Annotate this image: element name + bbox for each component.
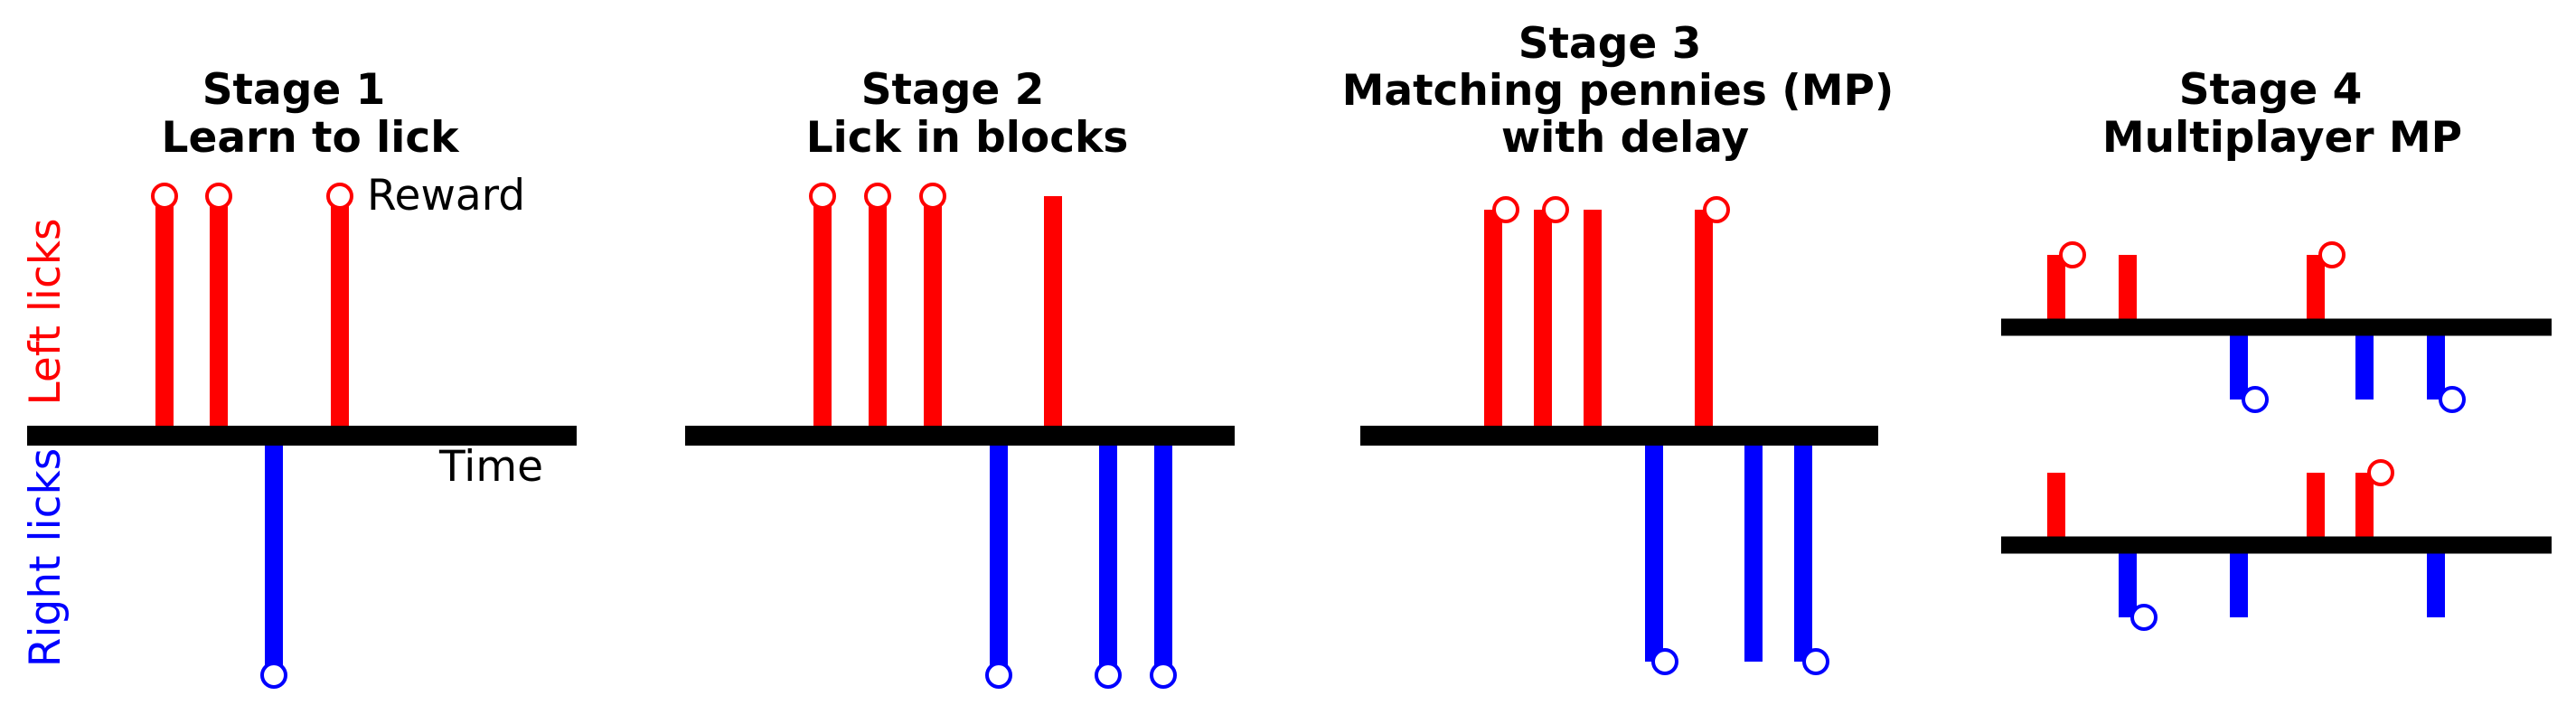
left-lick-bar: [1044, 196, 1062, 436]
reward-marker: [919, 183, 946, 210]
right-lick-bar: [2119, 545, 2137, 617]
left-lick-bar: [210, 196, 228, 436]
time-annotation: Time: [438, 442, 543, 492]
reward-annotation: Reward: [367, 171, 525, 221]
time-axis: [2001, 536, 2552, 554]
stage-3-title-line-1: Stage 3: [1518, 19, 1702, 69]
reward-marker: [2242, 386, 2269, 413]
right-lick-bar: [2427, 545, 2445, 617]
stage-3-timeline: [1360, 196, 1878, 675]
right-lick-bar: [265, 436, 283, 675]
left-lick-bar: [2355, 473, 2374, 545]
stage-1-timeline: [27, 183, 577, 689]
time-axis: [2001, 318, 2552, 336]
left-lick-bar: [813, 196, 832, 436]
reward-marker: [1095, 662, 1122, 689]
stage-4-timeline: [2001, 241, 2552, 631]
left-lick-bar: [2307, 255, 2325, 327]
left-lick-bar: [2307, 473, 2325, 545]
reward-marker: [1703, 196, 1730, 223]
left-lick-bar: [1584, 210, 1602, 436]
stage-3-title-line-3: with delay: [1501, 113, 1749, 163]
reward-marker: [985, 662, 1012, 689]
stage-1-title-line-1: Stage 1: [202, 65, 386, 115]
stage-4-timeline-2: [2001, 459, 2552, 631]
right-lick-bar: [1154, 436, 1172, 675]
right-lick-bar: [2230, 327, 2248, 400]
stage-4-timeline-1: [2001, 241, 2552, 413]
stage-4-title-line-1: Stage 4: [2179, 65, 2363, 115]
time-axis: [27, 426, 577, 446]
reward-marker: [326, 183, 353, 210]
reward-marker: [151, 183, 178, 210]
right-lick-bar: [2355, 327, 2374, 400]
reward-marker: [1150, 662, 1177, 689]
stage-2-title-line-1: Stage 2: [861, 65, 1045, 115]
left-lick-bar: [1534, 210, 1552, 436]
stage-2-title-line-2: Lick in blocks: [806, 113, 1129, 163]
reward-marker: [2318, 241, 2346, 268]
left-lick-bar: [924, 196, 942, 436]
left-lick-bar: [1695, 210, 1713, 436]
stage-1-timeline-1: [27, 183, 577, 689]
stage-3-title-line-2: Matching pennies (MP): [1342, 66, 1894, 116]
stage-1-panel: Stage 1 Learn to lick Reward Time: [27, 65, 577, 689]
left-lick-bar: [869, 196, 887, 436]
reward-marker: [260, 662, 287, 689]
stage-2-timeline-1: [685, 183, 1235, 689]
reward-marker: [2367, 459, 2394, 486]
reward-marker: [809, 183, 836, 210]
left-licks-label: Left licks: [21, 218, 71, 405]
reward-marker: [864, 183, 891, 210]
right-lick-bar: [1645, 436, 1663, 662]
right-lick-bar: [1744, 436, 1763, 662]
stage-3-timeline-1: [1360, 196, 1878, 675]
reward-marker: [1802, 648, 1829, 675]
left-lick-bar: [2119, 255, 2137, 327]
left-lick-bar: [2047, 473, 2065, 545]
left-lick-bar: [331, 196, 349, 436]
left-lick-bar: [155, 196, 174, 436]
time-axis: [1360, 426, 1878, 446]
stage-2-panel: Stage 2 Lick in blocks: [685, 65, 1235, 689]
right-lick-bar: [1794, 436, 1812, 662]
reward-marker: [1651, 648, 1678, 675]
reward-marker: [205, 183, 232, 210]
stage-3-panel: Stage 3 Matching pennies (MP) with delay: [1342, 19, 1894, 675]
stage-2-timeline: [685, 183, 1235, 689]
right-lick-bar: [2230, 545, 2248, 617]
reward-marker: [2439, 386, 2466, 413]
reward-marker: [2130, 604, 2158, 631]
right-licks-label: Right licks: [21, 448, 71, 667]
reward-marker: [1492, 196, 1519, 223]
reward-marker: [1542, 196, 1569, 223]
left-lick-bar: [2047, 255, 2065, 327]
stage-4-title-line-2: Multiplayer MP: [2102, 113, 2462, 163]
stage-4-panel: Stage 4 Multiplayer MP: [2001, 65, 2552, 631]
left-lick-bar: [1484, 210, 1502, 436]
right-lick-bar: [2427, 327, 2445, 400]
right-lick-bar: [990, 436, 1008, 675]
stage-1-title-line-2: Learn to lick: [162, 113, 461, 163]
reward-marker: [2059, 241, 2086, 268]
right-lick-bar: [1099, 436, 1117, 675]
time-axis: [685, 426, 1235, 446]
